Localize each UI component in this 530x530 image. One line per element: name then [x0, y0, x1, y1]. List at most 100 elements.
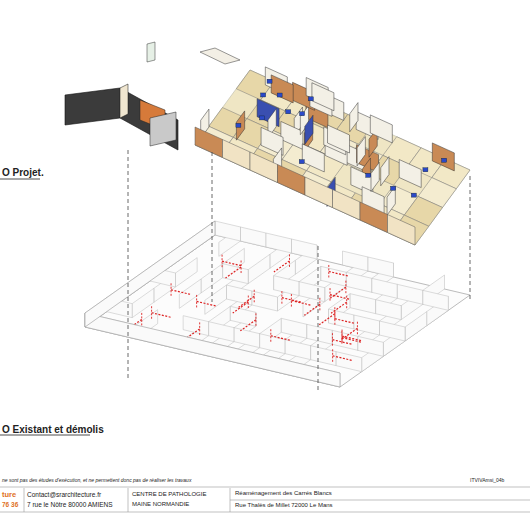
demolished-wall [197, 301, 217, 306]
wall [285, 340, 311, 360]
equipment [236, 123, 241, 127]
demolished-wall [274, 261, 290, 272]
equipment [366, 173, 371, 177]
demolished-wall [357, 320, 358, 334]
cabinet [150, 112, 176, 146]
wall [346, 272, 372, 292]
equipment [308, 97, 313, 101]
partition-wall [371, 162, 379, 191]
wall [350, 294, 376, 314]
demolished-wall [281, 290, 282, 304]
demolished-wall [319, 296, 320, 310]
wall [179, 279, 201, 308]
demolished-wall [335, 319, 355, 324]
demolished-wall [254, 288, 255, 302]
demolished-wall [239, 296, 255, 307]
partition-wall [350, 103, 358, 132]
wall [274, 276, 300, 296]
title-block-text: ture [2, 491, 16, 499]
facade-wall [388, 215, 416, 246]
wall [252, 291, 278, 311]
wall [368, 257, 394, 277]
demolished-wall [333, 356, 353, 361]
facade-wall [223, 140, 251, 171]
demolished-wall [171, 282, 172, 296]
title-block-text: ne sont pas des études d'exécution, et n… [2, 478, 191, 484]
wall [307, 324, 333, 344]
demolished-wall [141, 311, 142, 325]
wall [423, 290, 449, 310]
partition-wall [381, 157, 389, 186]
demolished-wall [152, 313, 172, 318]
demolished-wall [331, 302, 347, 313]
demolished-wall [233, 302, 249, 313]
partition-wall [370, 115, 392, 143]
wall [321, 266, 347, 286]
facade-wall [195, 127, 223, 158]
partition-wall [328, 125, 350, 153]
wall [372, 278, 398, 298]
demolished-wall [282, 298, 302, 303]
equipment [260, 116, 265, 120]
wall [354, 315, 380, 335]
wall [358, 336, 384, 356]
title-block-lines [0, 487, 530, 512]
partition-wall [312, 83, 334, 111]
equipment [286, 110, 291, 114]
wall [405, 312, 427, 341]
wall [281, 318, 307, 338]
partition-wall [281, 121, 303, 149]
equipment [261, 93, 266, 97]
partition-wall [399, 160, 421, 188]
wall [85, 221, 215, 327]
demolished-wall [345, 279, 346, 293]
equipment [411, 193, 416, 197]
demolished-wall [341, 330, 342, 344]
demolished-wall [151, 305, 152, 319]
wall [230, 306, 256, 326]
title-block-text: 7 rue le Nôtre 80000 AMIENS [27, 501, 113, 508]
partition-wall [305, 115, 313, 144]
floor-slab [85, 235, 470, 387]
wall [248, 254, 270, 283]
title-block-text: Réaménagement des Carrés Blancs [235, 490, 332, 497]
demolished-wall [330, 287, 331, 301]
equipment [423, 168, 428, 172]
demolished-wall [346, 294, 347, 308]
demolished-wall [291, 293, 292, 307]
partition-wall [271, 75, 293, 103]
wall [234, 328, 259, 348]
facade-wall [250, 152, 278, 183]
partition-wall [432, 143, 454, 171]
wall [215, 221, 241, 241]
partition-wall [236, 111, 244, 140]
wall [205, 285, 227, 314]
demolished-wall [270, 328, 271, 342]
wall [85, 313, 340, 387]
demolished-wall [241, 259, 242, 273]
title-block-text: Contact@srarchitecture.fr [27, 491, 101, 498]
door-frame [147, 42, 155, 62]
existing-floor-wireframe [85, 221, 470, 387]
floor-slab [195, 70, 470, 245]
facade-wall [305, 177, 333, 208]
wall [241, 227, 267, 247]
demolished-wall [332, 340, 352, 345]
wall [329, 309, 355, 329]
title-block-text: ITVIVAmsi_04b [470, 478, 504, 484]
equipment [300, 112, 305, 116]
demolished-wall [304, 304, 320, 315]
partition-wall [302, 144, 324, 172]
equipment [299, 160, 304, 164]
wall [336, 352, 362, 372]
wall [299, 282, 325, 302]
equipment [277, 93, 282, 97]
demolished-wall [329, 271, 349, 276]
demolished-wall [255, 312, 256, 326]
wall [176, 258, 198, 287]
title-underline [0, 179, 40, 180]
title-block-text: Rue Thalès de Millet 72000 Le Mans [235, 502, 333, 509]
view-title: O Projet. [2, 167, 44, 178]
wall [132, 288, 154, 317]
